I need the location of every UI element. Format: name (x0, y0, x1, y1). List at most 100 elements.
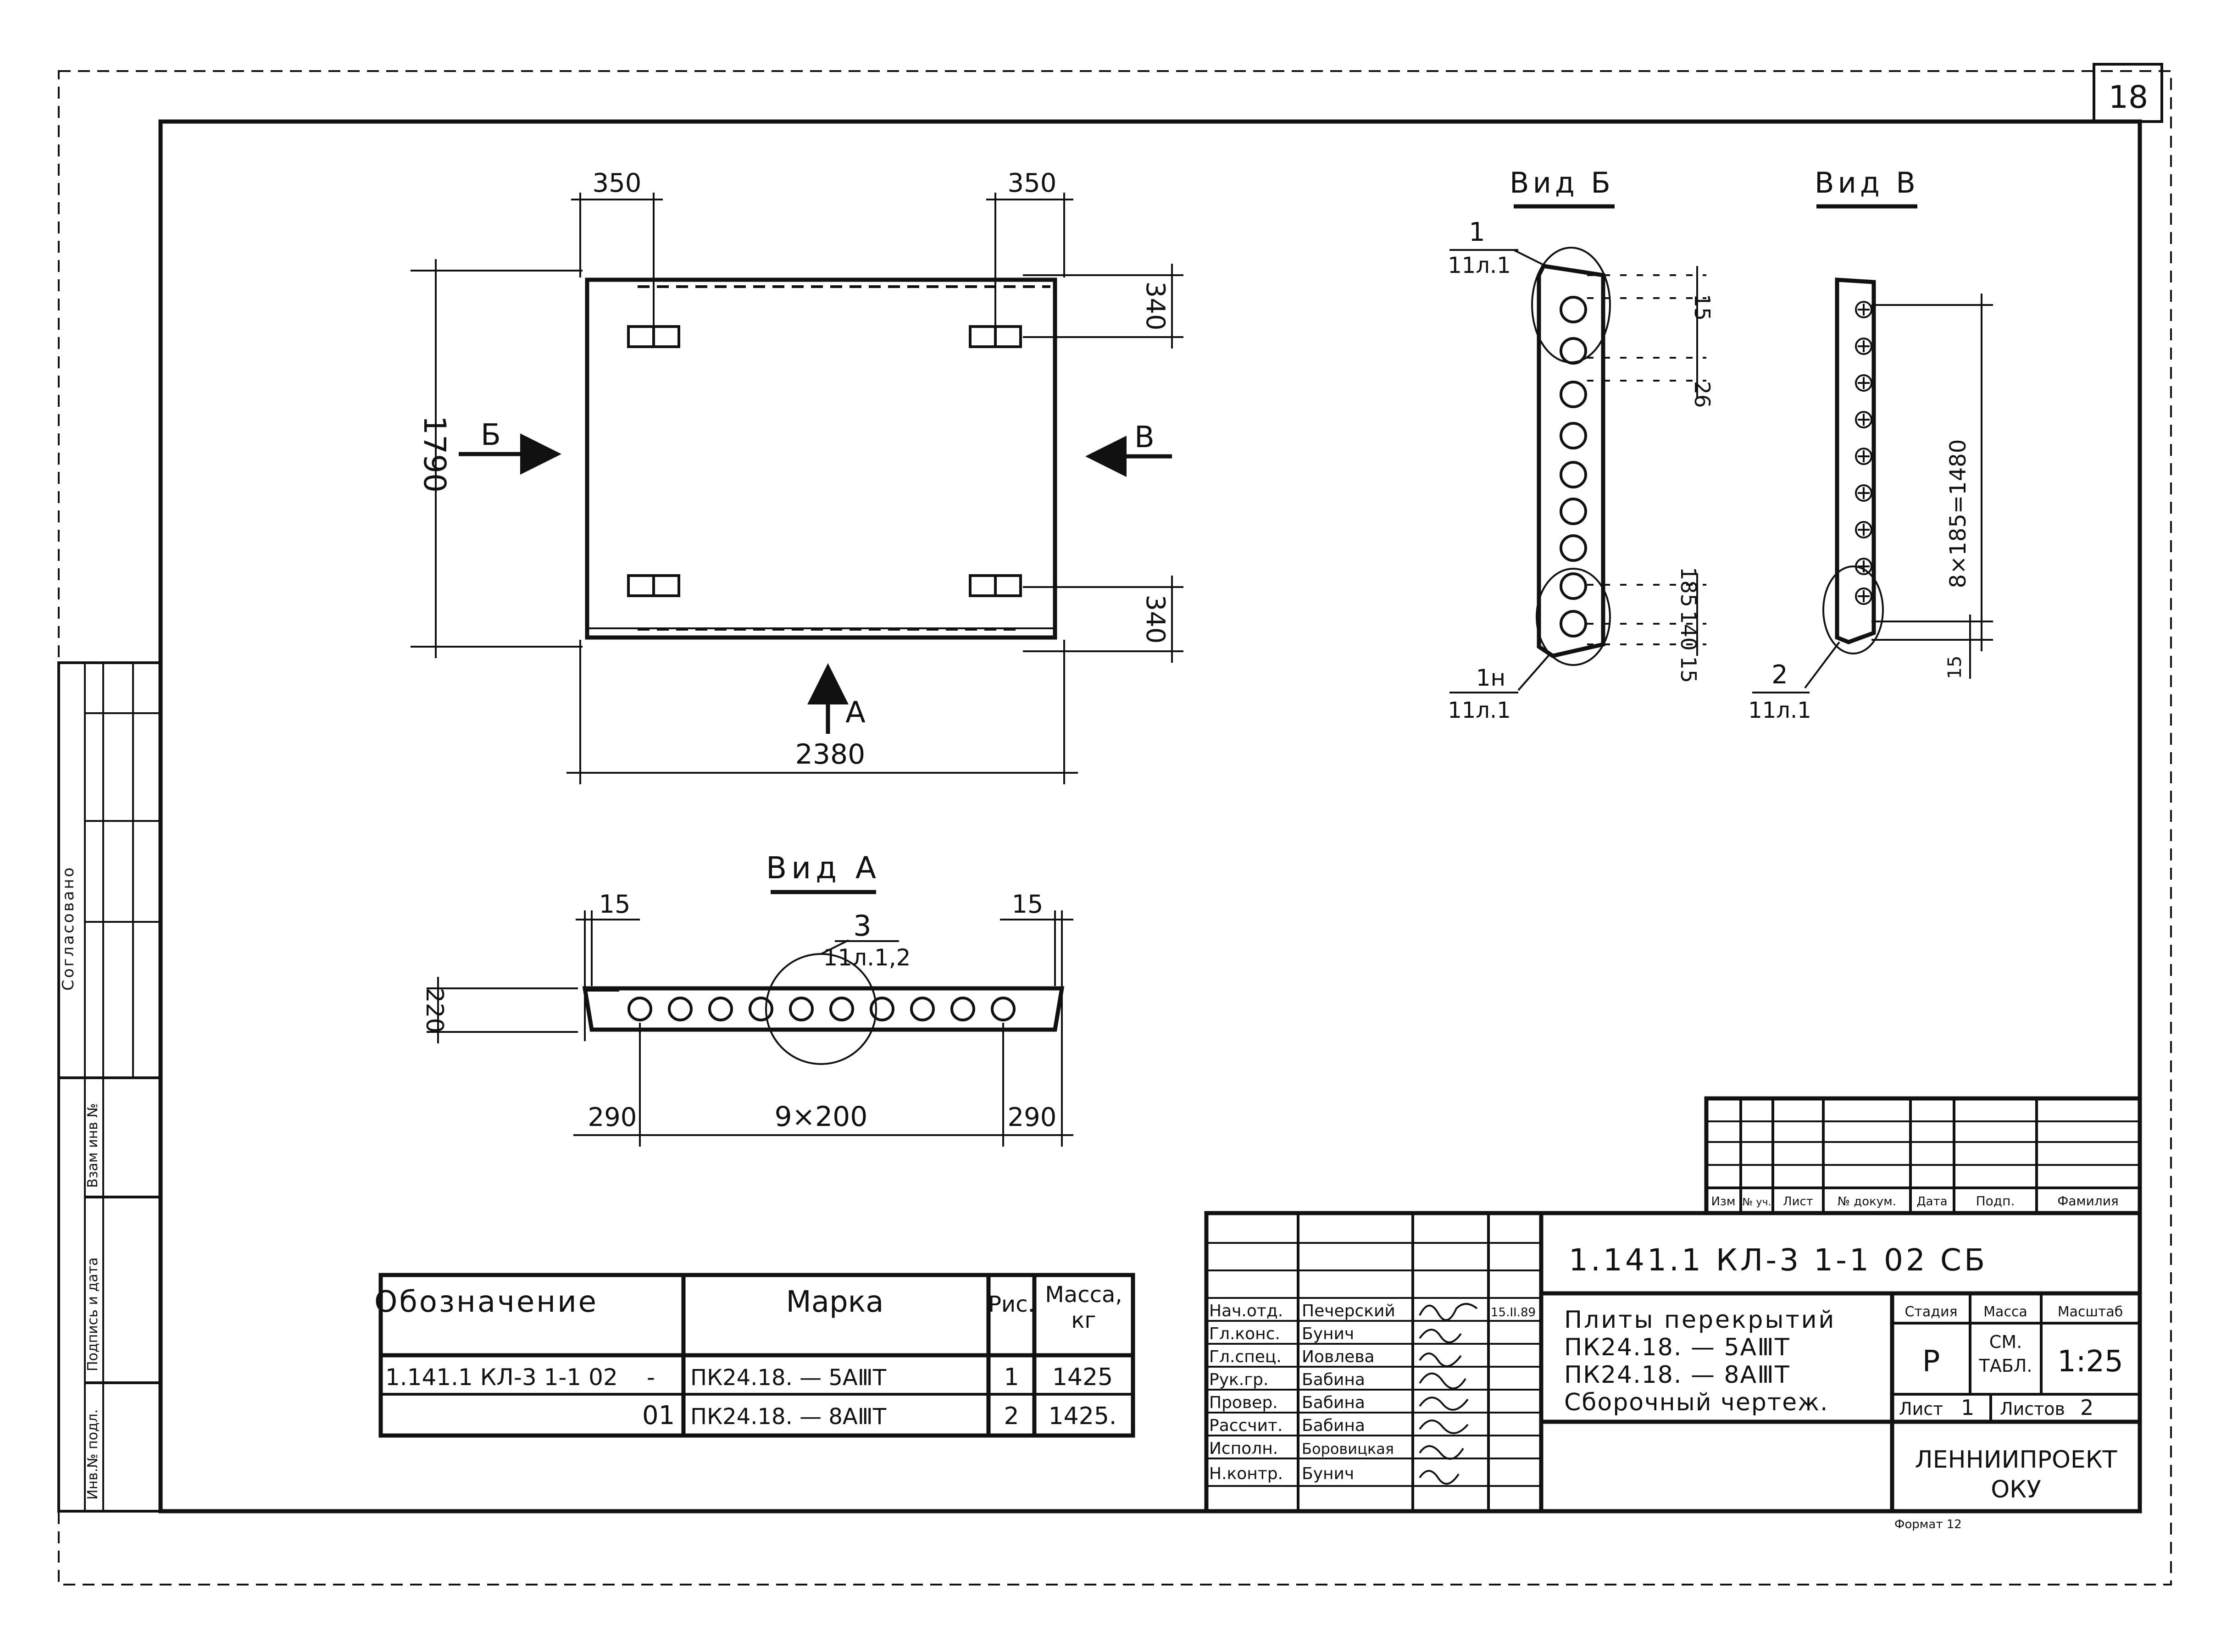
mass-label: Масса (1983, 1304, 2027, 1320)
dim-v-pitch: 8×185=1480 (1945, 439, 1971, 588)
detail-1-callout (1531, 247, 1611, 363)
detail-2-callout (1822, 565, 1884, 654)
arrow-v-label: В (1134, 421, 1155, 455)
sheet-value: 1 (1961, 1395, 1974, 1420)
rev-header-name: Фамилия (2057, 1193, 2119, 1209)
person-name: Иовлева (1302, 1347, 1375, 1366)
spec-table: Обозначение Марка Рис. Масса, кг 1.141.1… (374, 1273, 1135, 1438)
sheets-value: 2 (2080, 1395, 2093, 1420)
dim-top-right: 350 (1008, 168, 1057, 198)
dim-right-top: 340 (1140, 282, 1170, 331)
view-v-title: Вид В (1815, 166, 1919, 200)
signatures (1419, 1303, 1478, 1485)
rev-header-sign: Подп. (1976, 1193, 2015, 1209)
hollow-cores (627, 997, 1016, 1021)
person-role: Рассчит. (1209, 1416, 1283, 1435)
person-role: Рук.гр. (1209, 1370, 1268, 1389)
person-role: Гл.конс. (1209, 1325, 1280, 1343)
approval-date: 15.II.89 (1491, 1306, 1536, 1319)
end-anchors-v (1855, 301, 1872, 605)
slab-elevation (582, 986, 1065, 1032)
person-role: Гл.спец. (1209, 1347, 1282, 1366)
spec-row2-mark: ПК24.18. — 8АⅢТ (690, 1404, 887, 1430)
node-1-sheet: 11л.1 (1448, 253, 1511, 278)
person-role: Исполн. (1209, 1439, 1278, 1458)
lifting-loop-bottom-right (969, 574, 1022, 597)
sheet-label: Лист (1899, 1399, 1943, 1419)
rev-header-izm: Изм (1711, 1195, 1736, 1209)
spec-row2-suffix: 01 (642, 1401, 675, 1430)
view-b-title: Вид Б (1510, 166, 1614, 200)
dim-bottom-left: 290 (588, 1103, 637, 1132)
spec-row: 1.141.1 КЛ-3 1-1 02 - ПК24.18. — 5АⅢТ 1 … (385, 1364, 1113, 1391)
arrow-b-label: Б (481, 418, 501, 452)
orig-inv-label: Инв.№ подл. (85, 1409, 101, 1500)
stage-value: Р (1922, 1345, 1940, 1379)
spec-row1-fig: 1 (1004, 1364, 1019, 1391)
scale-value: 1:25 (2057, 1345, 2123, 1379)
node-1n-number: 1н (1476, 665, 1506, 691)
sheet-number: 18 (2109, 79, 2149, 116)
spec-row1-mark: ПК24.18. — 5АⅢТ (690, 1365, 887, 1391)
document-designation: 1.141.1 КЛ-3 1-1 02 СБ (1569, 1242, 1988, 1278)
view-a-title: Вид А (766, 850, 881, 886)
node-3-sheet: 11л.1,2 (823, 944, 911, 971)
lifting-loop-top-right (969, 325, 1022, 348)
spec-header-mass: Масса, кг (1045, 1282, 1122, 1333)
arrow-a-label: А (845, 696, 866, 730)
node-2-sheet: 11л.1 (1748, 698, 1811, 723)
side-stamp: Согласовано Взам инв № Подпись и дата Ин… (57, 661, 162, 1513)
spec-header-fig: Рис. (988, 1292, 1035, 1317)
view-a: Вид А 3 11л.1,2 15 15 (421, 850, 1073, 1147)
person-name: Печерский (1302, 1302, 1395, 1320)
spec-row1-suffix: - (647, 1364, 655, 1391)
node-1-number: 1 (1469, 217, 1485, 247)
lifting-loop-top-left (627, 325, 680, 348)
spec-header-mass-box: Масса, кг (1045, 1282, 1122, 1333)
replace-inv-label: Взам инв № (85, 1103, 101, 1188)
organization-name: ЛЕННИИПРОЕКТ (1915, 1446, 2117, 1474)
dim-v-15: 15 (1944, 656, 1966, 679)
person-name: Бабина (1302, 1393, 1365, 1412)
dim-b-15-top: 15 (1690, 294, 1715, 321)
person-name: Бабина (1302, 1370, 1365, 1389)
dim-b-140: 140 (1676, 610, 1701, 651)
node-1n-sheet: 11л.1 (1448, 698, 1511, 723)
spec-row: 01 ПК24.18. — 8АⅢТ 2 1425. (642, 1401, 1116, 1430)
dim-width: 2380 (795, 738, 866, 771)
view-b: Вид Б 1 11л.1 1н 11л.1 (1448, 166, 1715, 723)
slab-end-v (1835, 277, 1876, 644)
agreed-label: Согласовано (59, 866, 78, 991)
dim-b-26: 26 (1690, 381, 1715, 408)
dim-edge-right: 15 (1012, 890, 1044, 919)
person-name: Бунич (1302, 1464, 1354, 1483)
spec-header-designation: Обозначение (374, 1285, 598, 1319)
person-role: Н.контр. (1209, 1464, 1283, 1483)
sheet-number-box (2093, 63, 2163, 123)
spec-row2-fig: 2 (1004, 1403, 1019, 1430)
sign-date-label: Подпись и дата (85, 1258, 101, 1372)
node-2-number: 2 (1771, 660, 1788, 690)
dim-slab-thickness: 220 (421, 987, 448, 1033)
format-label: Формат 12 (1894, 1518, 1962, 1531)
title-line-3: ПК24.18. — 8АⅢТ (1564, 1361, 1790, 1389)
rev-header-uch: № уч. (1743, 1197, 1771, 1208)
rev-header-date: Дата (1916, 1195, 1947, 1209)
person-name: Боровицкая (1302, 1440, 1394, 1458)
detail-1n-callout (1536, 568, 1611, 666)
spec-row1-mass: 1425 (1052, 1364, 1113, 1391)
lifting-loop-bottom-left (627, 574, 680, 597)
rev-header-doc: № докум. (1838, 1195, 1896, 1209)
dim-top-left: 350 (593, 168, 642, 198)
person-name: Бунич (1302, 1325, 1354, 1343)
responsible-persons: Нач.отд. Печерский 15.II.89 Гл.конс. Бун… (1206, 1302, 1541, 1487)
title-block: Изм № уч. Лист № докум. Дата Подп. Фамил… (1204, 1096, 2142, 1513)
stage-label: Стадия (1905, 1304, 1957, 1320)
outer-trim-frame (58, 70, 2172, 1585)
spec-row2-mass: 1425. (1049, 1403, 1117, 1430)
dim-bottom-middle: 9×200 (775, 1101, 868, 1133)
dim-edge-left: 15 (599, 890, 631, 919)
title-line-2: ПК24.18. — 5АⅢТ (1564, 1334, 1790, 1361)
title-line-4: Сборочный чертеж. (1564, 1389, 1829, 1416)
